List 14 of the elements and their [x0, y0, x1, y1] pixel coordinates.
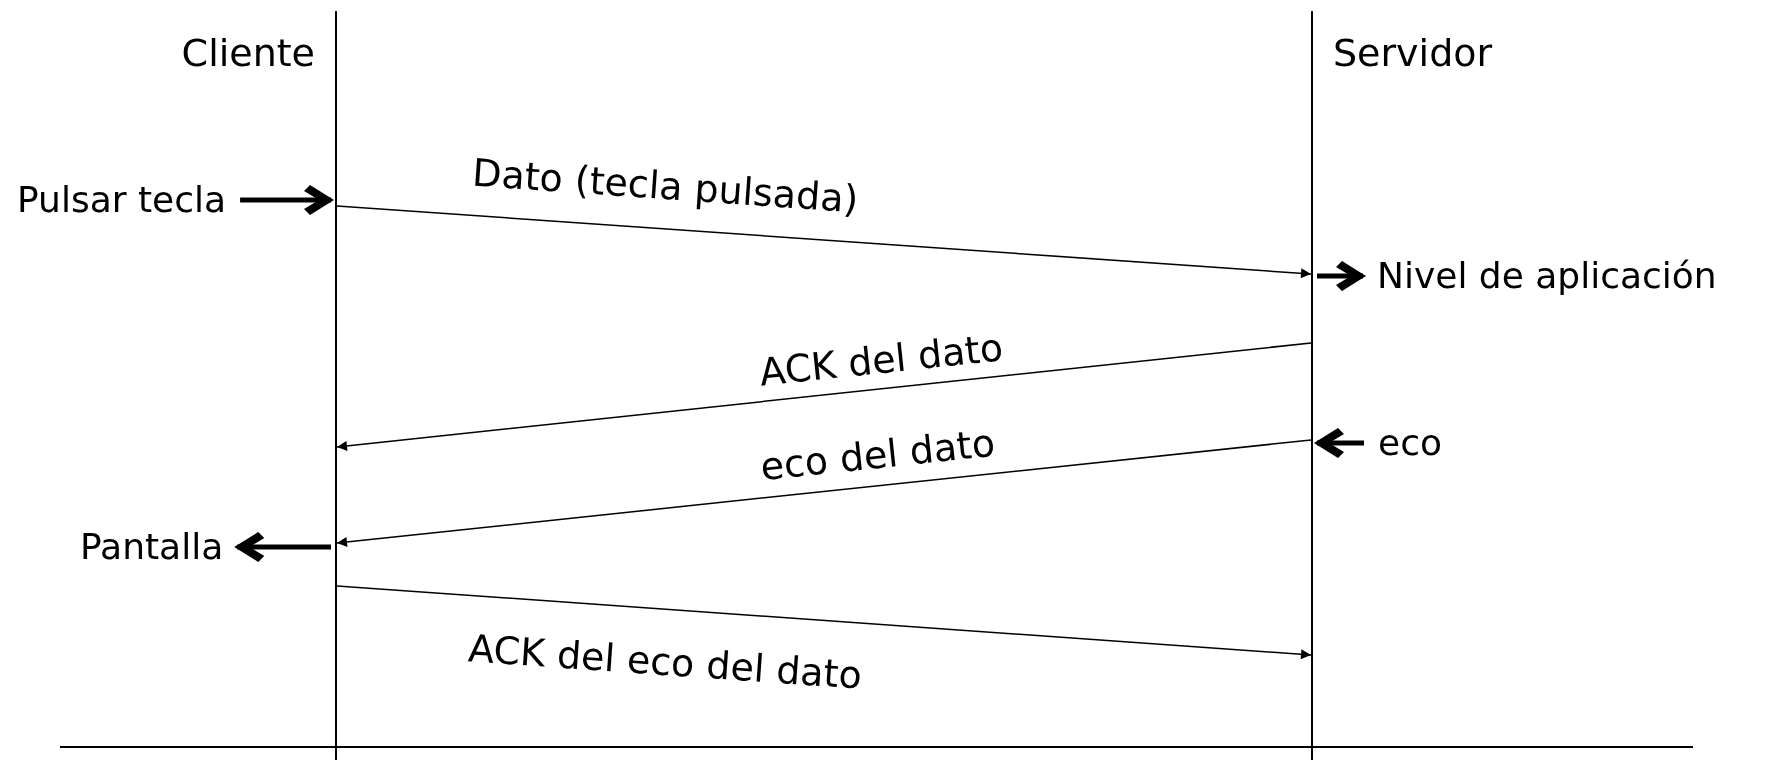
- event-label: Nivel de aplicación: [1377, 254, 1717, 298]
- message-label: Dato (tecla pulsada): [470, 150, 860, 222]
- arrow: [336, 205, 1312, 279]
- message-label: ACK del dato: [756, 325, 1005, 395]
- event-label: Pulsar tecla: [17, 178, 227, 222]
- arrow: [336, 439, 1312, 547]
- arrow: [336, 585, 1312, 660]
- event-label: Pantalla: [80, 525, 224, 569]
- event-label: eco: [1378, 421, 1442, 465]
- message-label: eco del dato: [757, 420, 997, 490]
- lifeline-label: Cliente: [181, 31, 315, 75]
- lifeline-label: Servidor: [1333, 31, 1493, 75]
- arrow: [336, 342, 1312, 451]
- message-label: ACK del eco del dato: [466, 626, 864, 698]
